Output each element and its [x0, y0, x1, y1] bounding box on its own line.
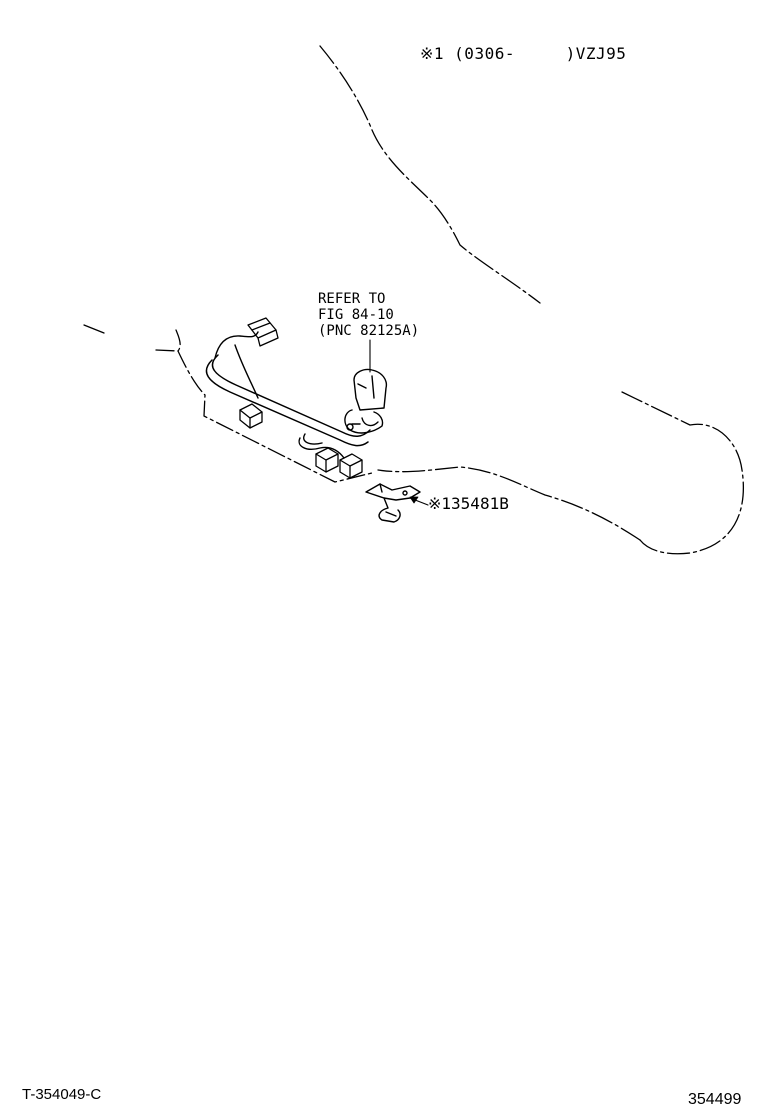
part-leader-arrow — [409, 496, 419, 504]
wire-harness — [205, 359, 369, 447]
wire-lead-lower — [298, 437, 345, 459]
housing-outline-lower — [377, 466, 641, 541]
refer-note-line2: FIG 84-10 — [318, 307, 394, 323]
part-number-callout[interactable]: ※135481B — [428, 494, 509, 513]
application-note: ※1 (0306- )VZJ95 — [420, 44, 627, 63]
illustration-number: 354499 — [688, 1091, 742, 1108]
reference-code: T-354049-C — [22, 1086, 102, 1103]
wire-lead-lower-2 — [303, 433, 323, 445]
wire-lead-upper — [214, 331, 259, 359]
connector-lower-b — [339, 453, 363, 479]
housing-outline-left-curve — [155, 329, 181, 352]
connector-lower-a — [315, 447, 339, 473]
housing-outline-left-stub — [83, 324, 105, 334]
housing-outline-right — [621, 391, 745, 555]
connector-upper — [247, 317, 279, 347]
wire-lead-right — [234, 344, 259, 399]
housing-outline-left-body — [177, 350, 373, 483]
housing-outline-upper — [319, 45, 541, 304]
refer-note-line3: (PNC 82125A) — [318, 323, 420, 339]
refer-note-line1: REFER TO — [318, 291, 386, 307]
bracket-part — [365, 483, 421, 523]
speed-sensor — [344, 368, 388, 434]
connector-left — [239, 403, 263, 429]
wire-harness-inner — [211, 354, 371, 437]
